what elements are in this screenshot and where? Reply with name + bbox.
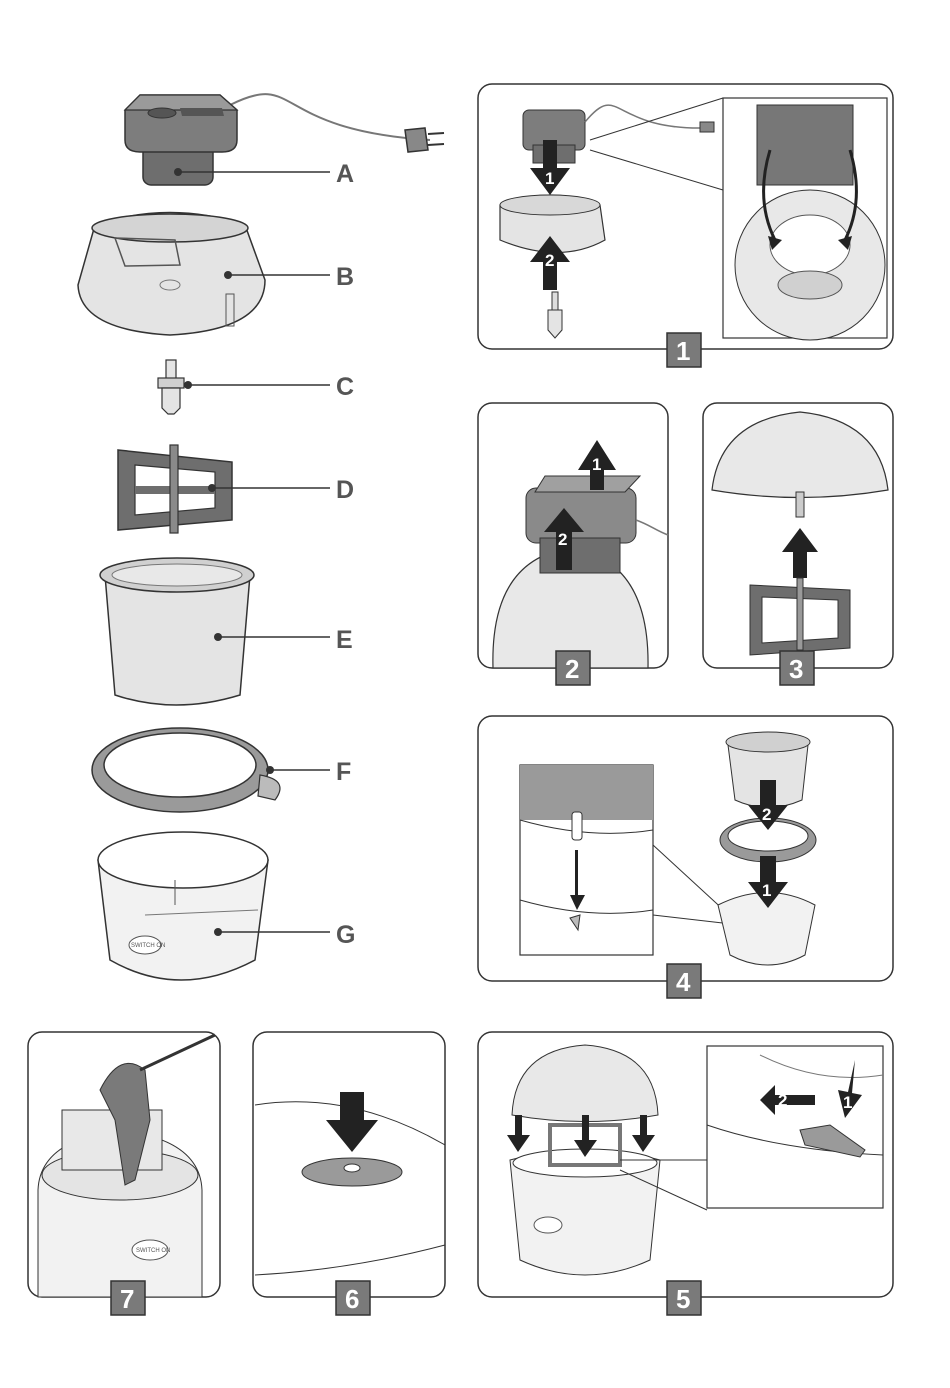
part-e-freezer-bowl: E	[100, 558, 353, 705]
part-a-motor-unit: A	[125, 94, 444, 188]
parts-overview: A B C D	[78, 94, 444, 980]
part-letter-d: D	[336, 476, 354, 504]
step-number-4: 4	[676, 967, 691, 997]
part-f-locking-ring: F	[92, 728, 351, 812]
part-letter-f: F	[336, 758, 351, 786]
step-4-arrow-1: 1	[762, 881, 771, 900]
step-number-6: 6	[345, 1284, 359, 1314]
step-number-1: 1	[676, 336, 690, 366]
plug-icon	[405, 128, 428, 152]
part-letter-c: C	[336, 373, 354, 401]
step-1-arrow-2: 2	[545, 251, 554, 270]
step-2-panel: 1 2 2	[478, 403, 668, 685]
step-5-arrow-1: 1	[843, 1093, 852, 1112]
step-5-arrow-2: 2	[778, 1091, 787, 1110]
step-1-arrow-1: 1	[545, 169, 554, 188]
part-letter-g: G	[336, 921, 355, 949]
step-4-arrow-2: 2	[762, 805, 771, 824]
step-1-panel: 1 2 1	[478, 84, 893, 367]
part-b-lid: B	[78, 213, 354, 336]
step-2-arrow-1: 1	[592, 455, 601, 474]
logo-text-g: SWITCH ON	[131, 943, 165, 949]
logo-text-7: SWITCH ON	[136, 1248, 170, 1254]
part-c-drive-shaft: C	[158, 360, 354, 414]
part-letter-e: E	[336, 626, 353, 654]
step-3-panel: 3	[703, 403, 893, 685]
step-7-panel: SWITCH ON 7	[28, 1032, 220, 1315]
step-2-arrow-2: 2	[558, 530, 567, 549]
step-5-detail-inset	[707, 1046, 883, 1208]
step-number-3: 3	[789, 654, 803, 684]
step-5-panel: 2 1 5	[478, 1032, 893, 1315]
power-cord	[230, 94, 430, 140]
part-letter-a: A	[336, 160, 354, 188]
part-g-base-housing: SWITCH ON G	[98, 832, 355, 980]
part-letter-b: B	[336, 263, 354, 291]
step-number-7: 7	[120, 1284, 134, 1314]
step-number-5: 5	[676, 1284, 690, 1314]
part-d-paddle: D	[118, 445, 354, 533]
step-number-2: 2	[565, 654, 579, 684]
step-6-panel: 6	[253, 1032, 445, 1315]
step-4-panel: 2 1 4	[478, 716, 893, 998]
